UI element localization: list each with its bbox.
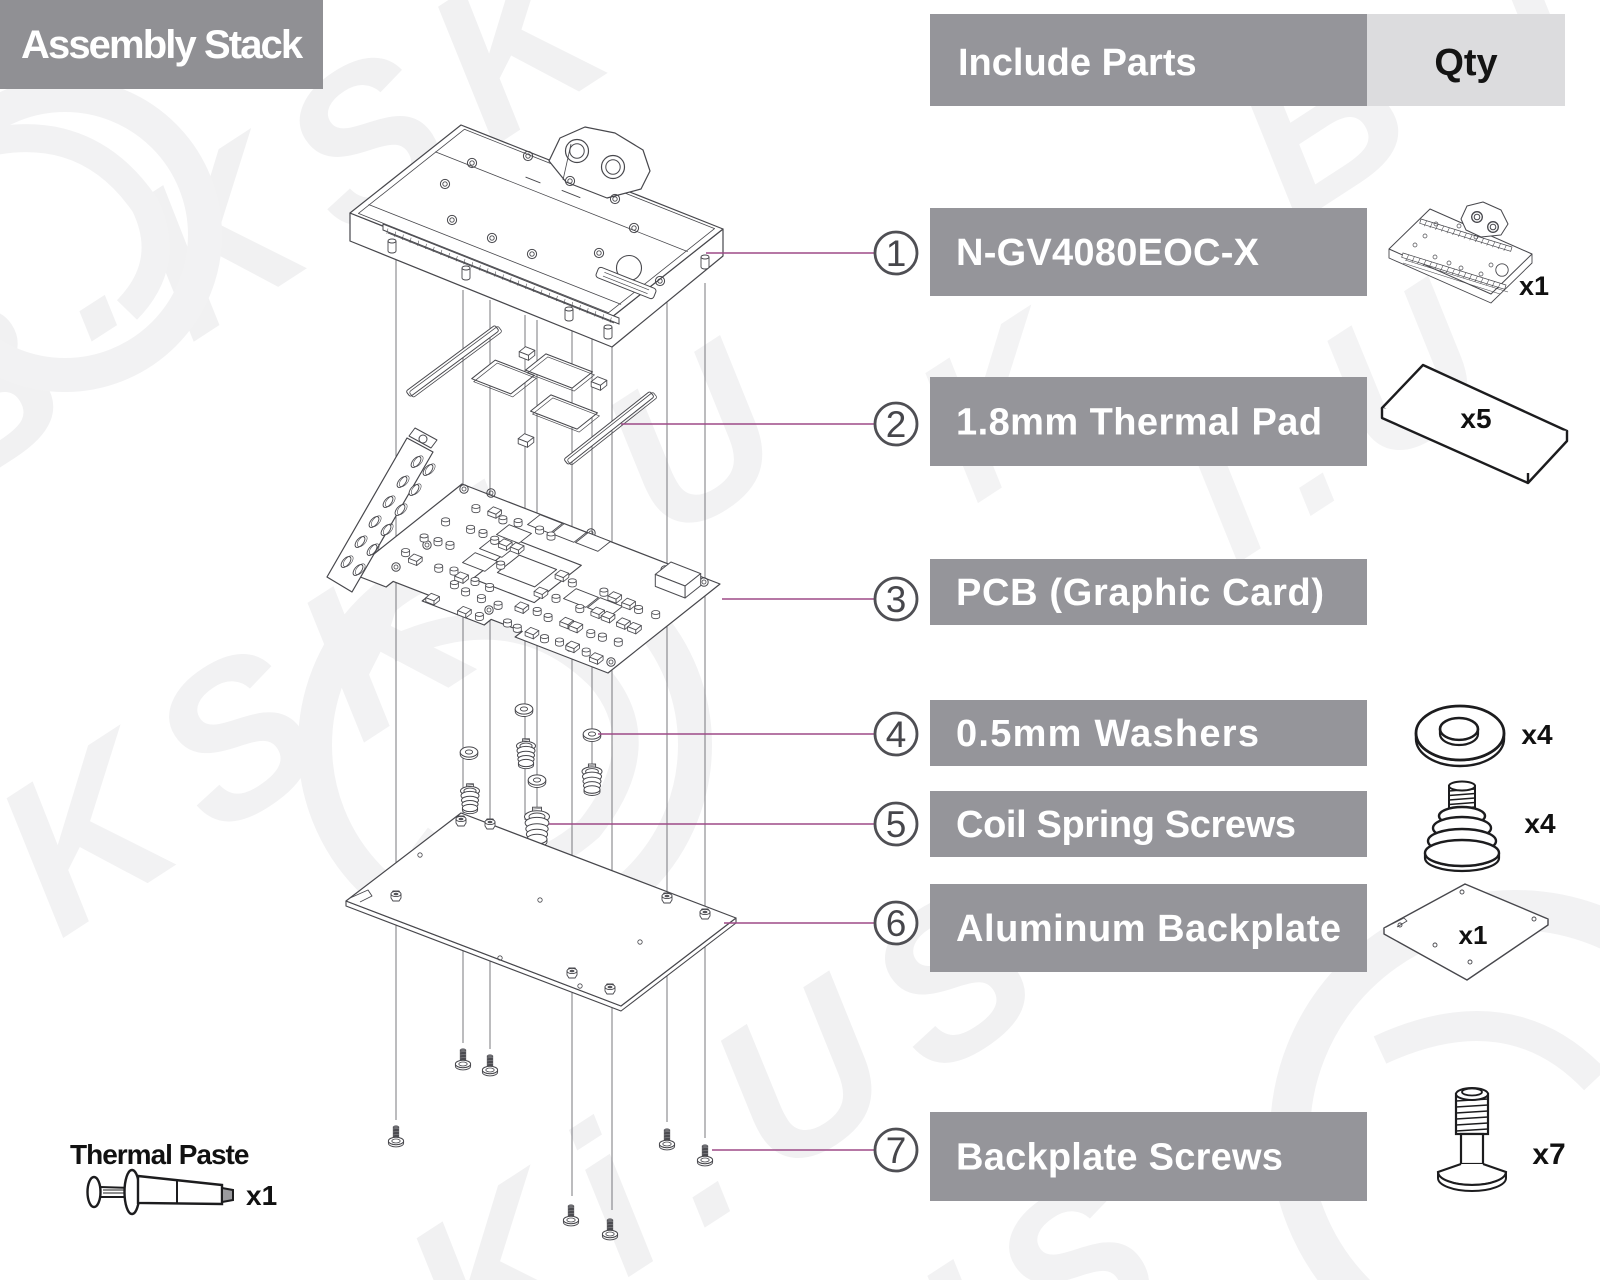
svg-text:1.8mm Thermal Pad: 1.8mm Thermal Pad — [956, 402, 1323, 444]
svg-text:2: 2 — [886, 404, 907, 445]
svg-text:Aluminum Backplate: Aluminum Backplate — [956, 908, 1342, 950]
svg-text:7: 7 — [886, 1130, 907, 1171]
svg-text:Coil Spring Screws: Coil Spring Screws — [956, 804, 1296, 846]
svg-text:3: 3 — [886, 579, 907, 620]
svg-text:Thermal Paste: Thermal Paste — [70, 1139, 249, 1170]
svg-text:5: 5 — [886, 804, 907, 845]
svg-text:x1: x1 — [1459, 920, 1488, 950]
svg-text:x4: x4 — [1521, 719, 1553, 750]
svg-text:x1: x1 — [246, 1180, 277, 1211]
svg-text:Include Parts: Include Parts — [958, 42, 1197, 84]
svg-text:x4: x4 — [1524, 808, 1556, 839]
svg-text:Assembly Stack: Assembly Stack — [21, 23, 304, 67]
svg-text:x1: x1 — [1519, 271, 1549, 301]
svg-text:6: 6 — [886, 903, 907, 944]
svg-text:PCB (Graphic Card): PCB (Graphic Card) — [956, 572, 1325, 614]
svg-text:N-GV4080EOC-X: N-GV4080EOC-X — [956, 232, 1260, 274]
svg-text:4: 4 — [886, 714, 907, 755]
svg-text:Qty: Qty — [1434, 42, 1497, 84]
svg-text:Backplate Screws: Backplate Screws — [956, 1137, 1283, 1179]
svg-text:1: 1 — [886, 233, 907, 274]
svg-text:x7: x7 — [1532, 1138, 1565, 1171]
svg-text:x5: x5 — [1460, 403, 1491, 434]
svg-text:0.5mm Washers: 0.5mm Washers — [956, 713, 1260, 755]
